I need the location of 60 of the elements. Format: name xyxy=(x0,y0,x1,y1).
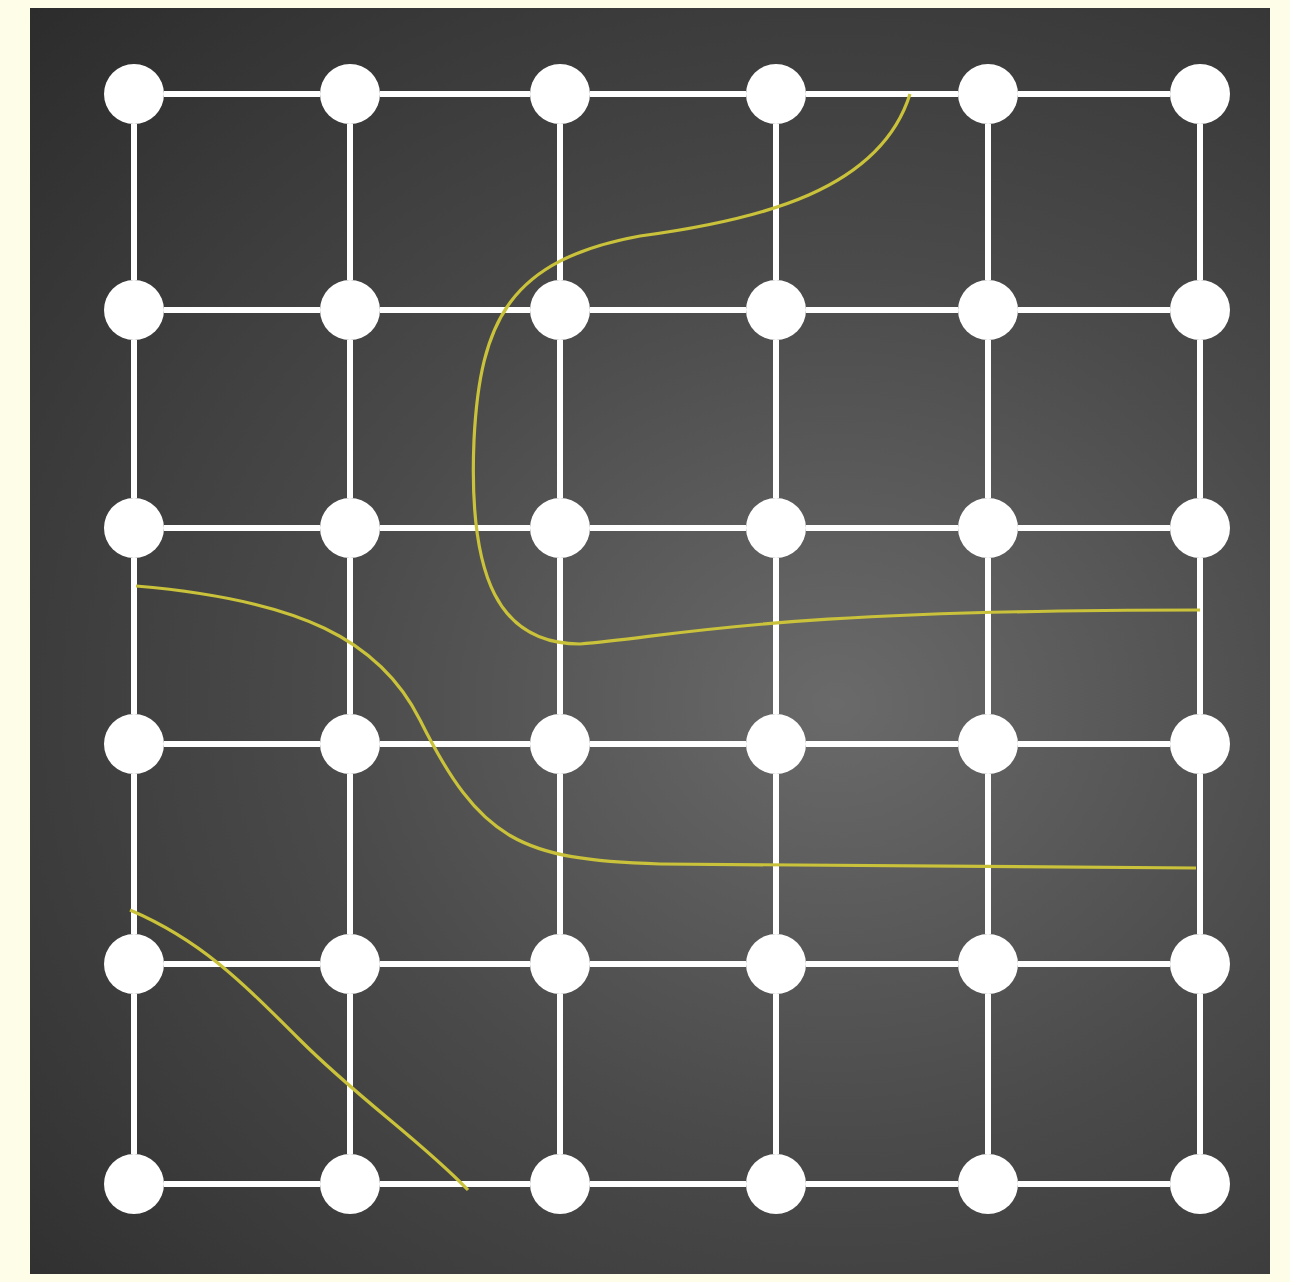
grid-line xyxy=(164,1181,320,1187)
grid-line xyxy=(985,124,991,280)
grid-line xyxy=(557,994,563,1154)
grid-line xyxy=(347,340,353,498)
grid-line xyxy=(557,558,563,714)
grid-line xyxy=(773,124,779,280)
grid-line xyxy=(1018,307,1170,313)
grid-line xyxy=(773,994,779,1154)
grid-line xyxy=(131,124,137,280)
grid-line xyxy=(131,340,137,498)
grid-line xyxy=(1197,994,1203,1154)
grid-line xyxy=(380,741,530,747)
grid-line xyxy=(164,307,320,313)
grid-line xyxy=(590,961,746,967)
grid-line xyxy=(806,741,958,747)
grid-line xyxy=(1018,1181,1170,1187)
grid-line xyxy=(773,558,779,714)
grid-line xyxy=(590,741,746,747)
grid-line xyxy=(380,961,530,967)
grid-line xyxy=(985,774,991,934)
grid-line xyxy=(985,340,991,498)
grid-line xyxy=(557,340,563,498)
grid-line xyxy=(773,774,779,934)
grid-line xyxy=(557,774,563,934)
grid-line xyxy=(131,994,137,1154)
grid-line xyxy=(1018,91,1170,97)
grid-line xyxy=(590,91,746,97)
grid-line xyxy=(806,91,958,97)
grid-line xyxy=(1018,741,1170,747)
grid-line xyxy=(806,961,958,967)
grid-line xyxy=(590,525,746,531)
grid-line xyxy=(380,1181,530,1187)
grid-line xyxy=(1197,340,1203,498)
grid-line xyxy=(1018,525,1170,531)
grid-line xyxy=(164,525,320,531)
grid-line xyxy=(985,994,991,1154)
grid-line xyxy=(380,91,530,97)
grid-line xyxy=(380,307,530,313)
grid-line xyxy=(985,558,991,714)
grid-line xyxy=(1197,558,1203,714)
grid-line xyxy=(806,1181,958,1187)
grid-line xyxy=(773,340,779,498)
grid-line xyxy=(131,774,137,934)
grid-line xyxy=(590,1181,746,1187)
grid-line xyxy=(1197,774,1203,934)
grid-line xyxy=(131,558,137,714)
grid-line xyxy=(164,741,320,747)
grid-line xyxy=(164,961,320,967)
grid-line xyxy=(1197,124,1203,280)
grid-line xyxy=(347,774,353,934)
grid-line xyxy=(347,124,353,280)
grid-line xyxy=(347,558,353,714)
grid-line xyxy=(806,307,958,313)
grid-line xyxy=(806,525,958,531)
grid-line xyxy=(380,525,530,531)
grid-line xyxy=(590,307,746,313)
grid-line xyxy=(557,124,563,280)
grid-line xyxy=(347,994,353,1154)
grid-line xyxy=(1018,961,1170,967)
grid-line xyxy=(164,91,320,97)
